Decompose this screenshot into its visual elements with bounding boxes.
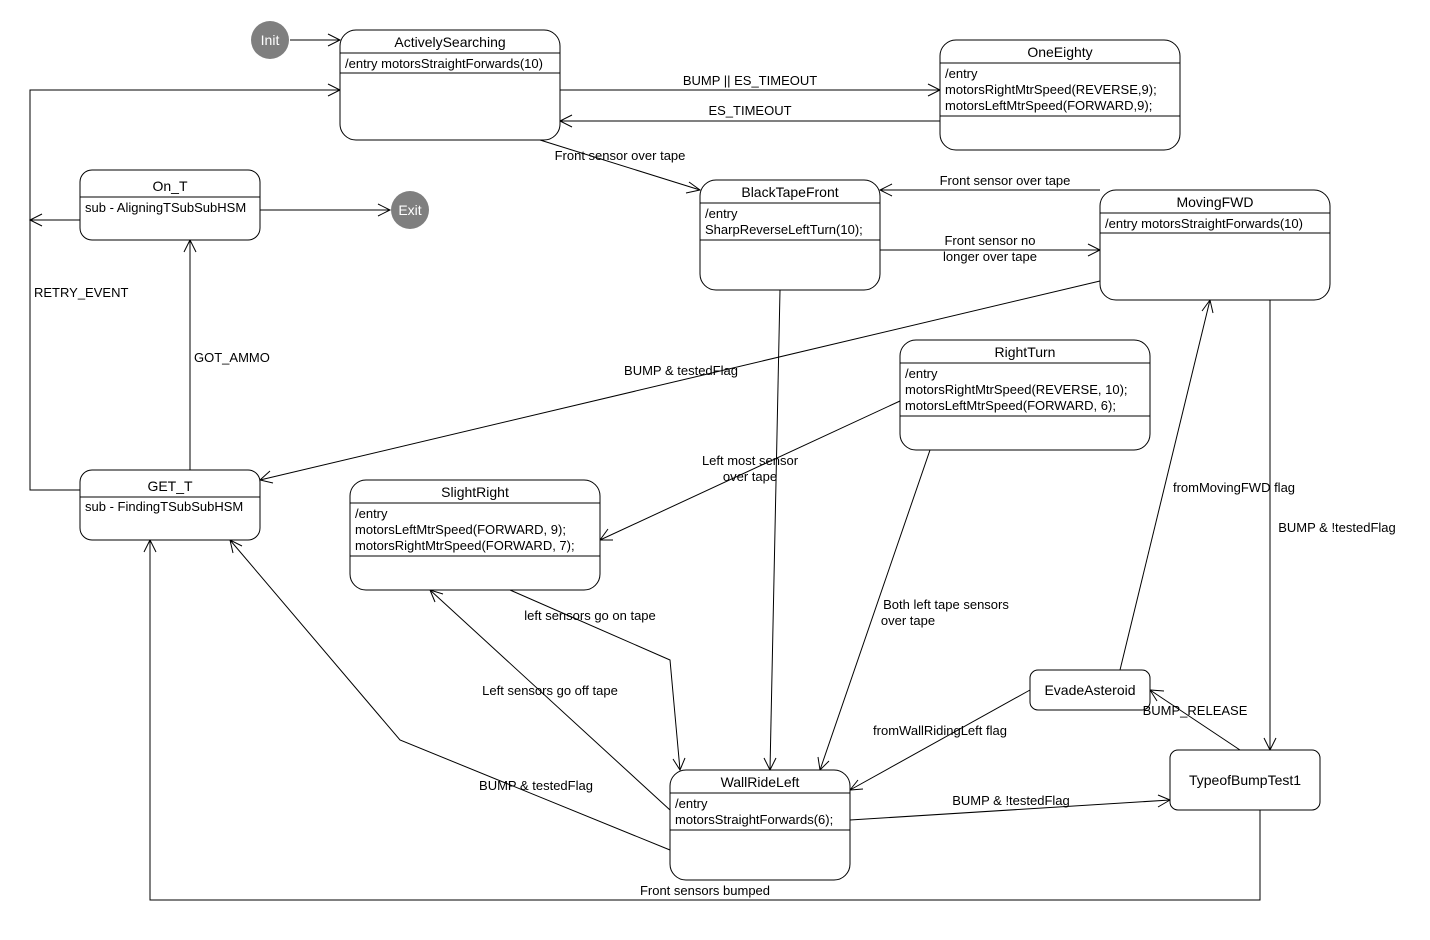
transition-label: fromWallRidingLeft flag xyxy=(873,723,1007,738)
edge-slight-right-to-wall-ride-left xyxy=(509,589,686,772)
edge-evade-asteroid-to-wall-ride-left xyxy=(848,689,1031,791)
state-title: SlightRight xyxy=(441,484,509,500)
state-on-t: On_T sub - AligningTSubSubHSM xyxy=(79,169,261,241)
state-title: BlackTapeFront xyxy=(741,184,838,200)
state-title: MovingFWD xyxy=(1176,194,1253,210)
exit-pseudostate: Exit xyxy=(391,191,429,229)
init-pseudostate: Init xyxy=(251,21,289,59)
state-sub-line: sub - AligningTSubSubHSM xyxy=(85,200,246,215)
edge-moving-fwd-to-typeof-bump-test1 xyxy=(1263,300,1277,752)
transition-label: Left most sensor xyxy=(702,453,799,468)
state-title: ActivelySearching xyxy=(394,34,505,50)
transition-label: over tape xyxy=(723,469,777,484)
state-sub-line: sub - FindingTSubSubHSM xyxy=(85,499,243,514)
transition-label: ES_TIMEOUT xyxy=(708,103,791,118)
edge-wall-ride-left-to-slight-right xyxy=(429,589,671,811)
transition-label: BUMP & !testedFlag xyxy=(1278,520,1396,535)
state-title: TypeofBumpTest1 xyxy=(1189,772,1301,788)
edge-moving-fwd-to-black-tape-front xyxy=(878,183,1100,197)
transition-label: Left sensors go off tape xyxy=(482,683,618,698)
state-entry-line: motorsRightMtrSpeed(REVERSE,9); xyxy=(945,82,1157,97)
state-entry-line: motorsStraightForwards(6); xyxy=(675,812,833,827)
transition-label: Front sensor over tape xyxy=(555,148,686,163)
state-moving-fwd: MovingFWD /entry motorsStraightForwards(… xyxy=(1099,189,1331,301)
state-right-turn: RightTurn /entry motorsRightMtrSpeed(REV… xyxy=(899,339,1151,451)
state-title: RightTurn xyxy=(995,344,1056,360)
edge-actively-searching-to-black-tape-front xyxy=(539,139,702,194)
edge-black-tape-front-to-wall-ride-left xyxy=(763,289,781,772)
state-entry-line: /entry xyxy=(355,506,388,521)
transition-label: Front sensors bumped xyxy=(640,883,770,898)
transition-label: GOT_AMMO xyxy=(194,350,270,365)
transition-label: BUMP || ES_TIMEOUT xyxy=(683,73,817,88)
transition-label: fromMovingFWD flag xyxy=(1173,480,1295,495)
state-wall-ride-left: WallRideLeft /entry motorsStraightForwar… xyxy=(669,769,851,881)
edge-on-t-left-stub xyxy=(28,213,80,227)
edge-typeof-bump-test1-to-evade-asteroid xyxy=(1149,689,1241,751)
transition-label: left sensors go on tape xyxy=(524,608,656,623)
state-entry-line: motorsLeftMtrSpeed(FORWARD, 6); xyxy=(905,398,1116,413)
transition-label: BUMP_RELEASE xyxy=(1143,703,1248,718)
transition-label: longer over tape xyxy=(943,249,1037,264)
transition-label: Both left tape sensors xyxy=(883,597,1009,612)
state-entry-line: SharpReverseLeftTurn(10); xyxy=(705,222,863,237)
state-entry-line: /entry xyxy=(705,206,738,221)
transition-label: BUMP & testedFlag xyxy=(624,363,738,378)
state-entry-line: /entry xyxy=(905,366,938,381)
state-title: OneEighty xyxy=(1027,44,1092,60)
state-title: WallRideLeft xyxy=(721,774,800,790)
state-title: GET_T xyxy=(147,478,193,494)
state-title: On_T xyxy=(152,178,187,194)
state-black-tape-front: BlackTapeFront /entry SharpReverseLeftTu… xyxy=(699,179,881,291)
state-entry-line: motorsRightMtrSpeed(FORWARD, 7); xyxy=(355,538,575,553)
state-entry-line: motorsRightMtrSpeed(REVERSE, 10); xyxy=(905,382,1128,397)
init-label: Init xyxy=(261,32,280,48)
transition-label: Front sensor over tape xyxy=(940,173,1071,188)
state-entry-line: motorsLeftMtrSpeed(FORWARD,9); xyxy=(945,98,1152,113)
state-typeof-bump-test1: TypeofBumpTest1 xyxy=(1169,749,1321,811)
state-entry-line: /entry motorsStraightForwards(10) xyxy=(1105,216,1303,231)
transition-label: RETRY_EVENT xyxy=(34,285,128,300)
transition-label: over tape xyxy=(881,613,935,628)
state-entry-line: /entry xyxy=(675,796,708,811)
transition-label: BUMP & !testedFlag xyxy=(952,793,1070,808)
state-title: EvadeAsteroid xyxy=(1044,682,1135,698)
edge-init-to-actively-searching xyxy=(290,33,342,47)
exit-label: Exit xyxy=(398,202,421,218)
state-entry-line: motorsLeftMtrSpeed(FORWARD, 9); xyxy=(355,522,566,537)
state-actively-searching: ActivelySearching /entry motorsStraightF… xyxy=(339,29,561,141)
state-get-t: GET_T sub - FindingTSubSubHSM xyxy=(79,469,261,541)
state-evade-asteroid: EvadeAsteroid xyxy=(1029,669,1151,711)
transition-label: BUMP & testedFlag xyxy=(479,778,593,793)
edge-on-t-to-exit xyxy=(260,203,392,217)
state-one-eighty: OneEighty /entry motorsRightMtrSpeed(REV… xyxy=(939,39,1181,151)
state-entry-line: /entry xyxy=(945,66,978,81)
state-entry-line: /entry motorsStraightForwards(10) xyxy=(345,56,543,71)
state-slight-right: SlightRight /entry motorsLeftMtrSpeed(FO… xyxy=(349,479,601,591)
transition-label: Front sensor no xyxy=(944,233,1035,248)
